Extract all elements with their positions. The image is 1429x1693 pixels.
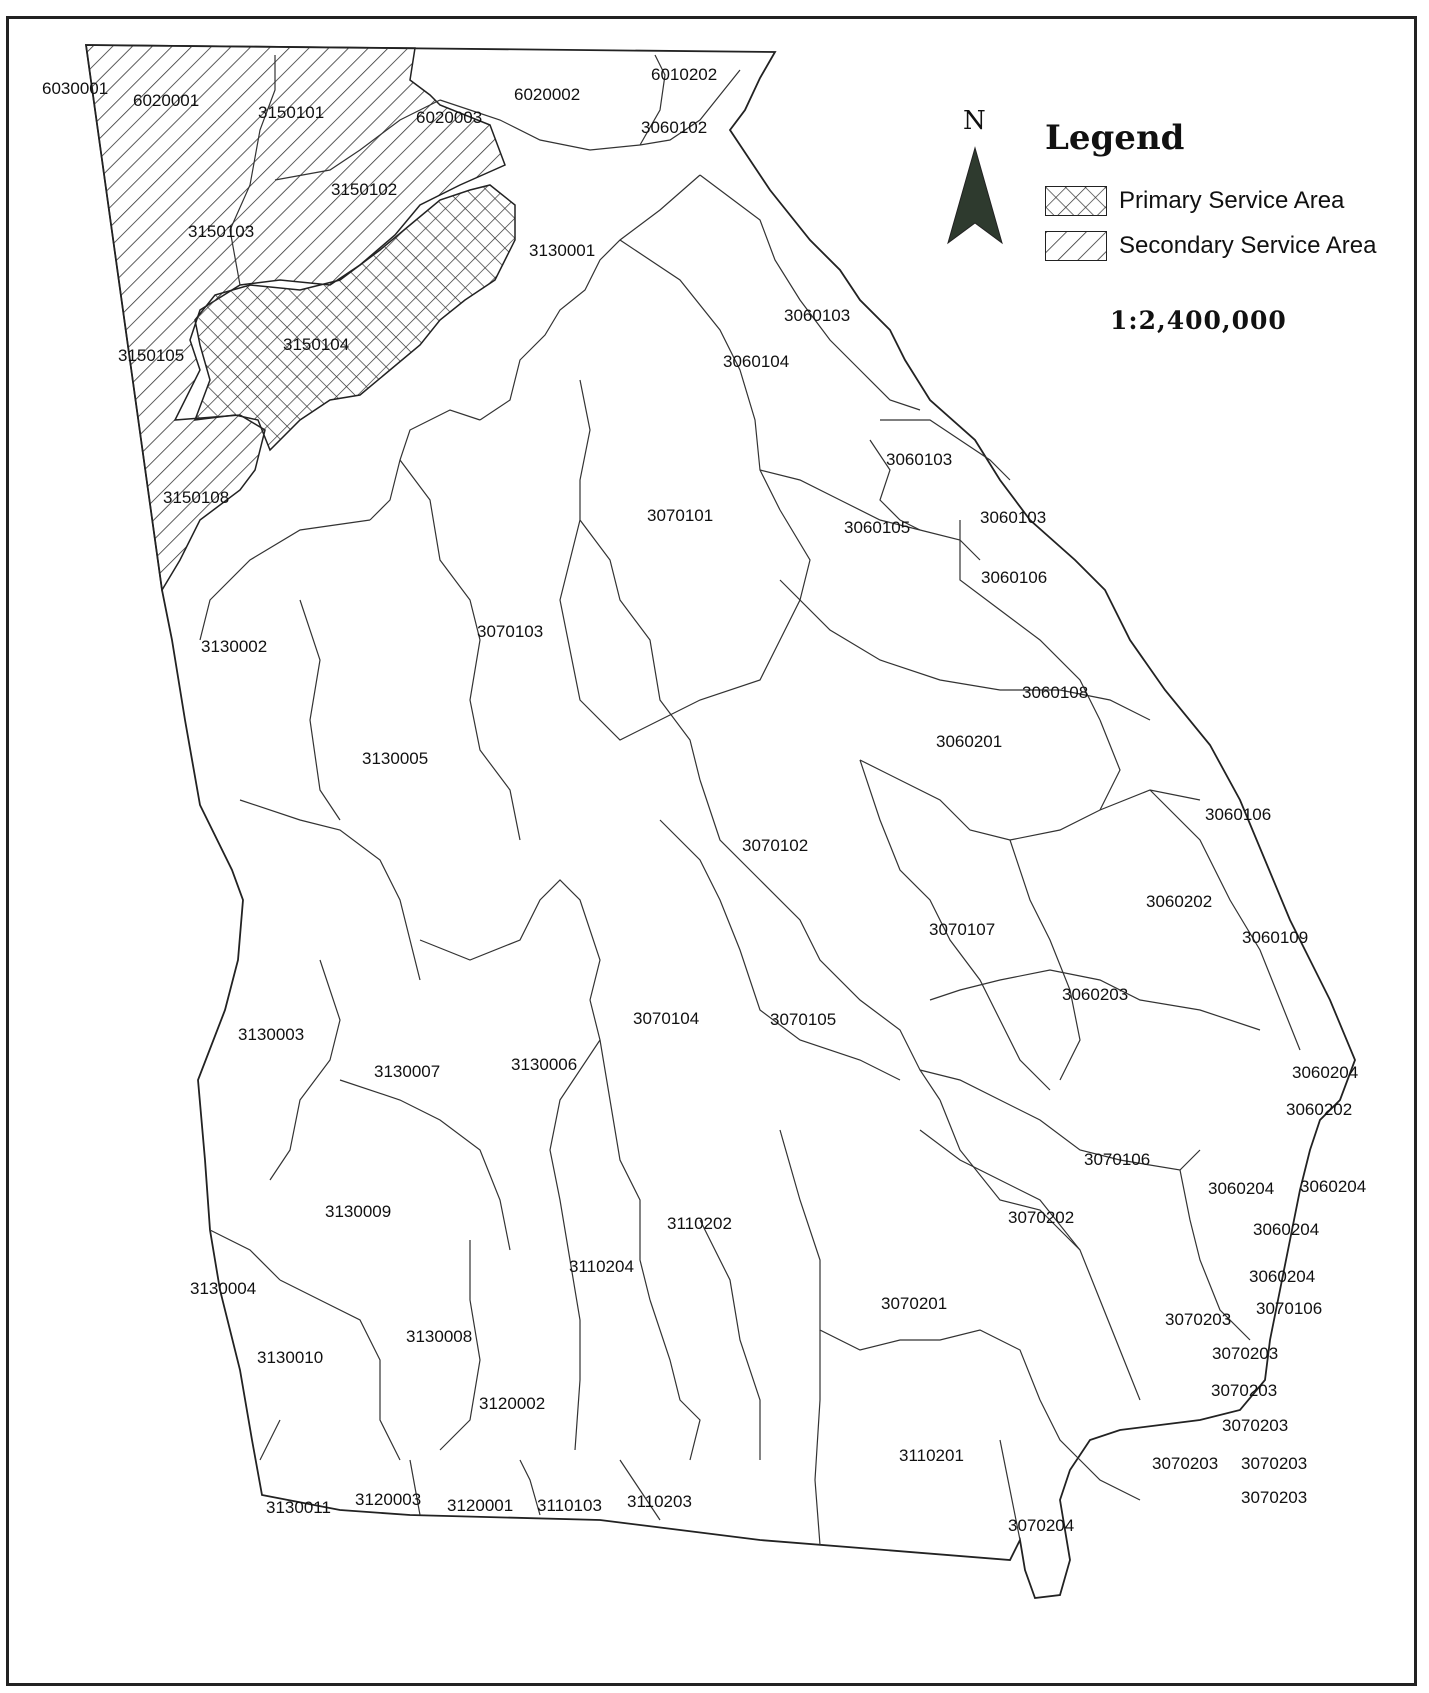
map-scale: 1:2,400,000 (1110, 306, 1287, 335)
label-3060103-b: 3060103 (886, 450, 952, 469)
label-3110204: 3110204 (569, 1257, 634, 1276)
label-3130006: 3130006 (511, 1055, 577, 1074)
legend-primary-label: Primary Service Area (1119, 187, 1345, 214)
label-3070203-c: 3070203 (1211, 1381, 1277, 1400)
crosshatch-swatch-icon (1045, 186, 1107, 216)
label-3110201: 3110201 (899, 1446, 964, 1465)
label-3110202: 3110202 (667, 1214, 732, 1233)
label-3070203-b: 3070203 (1212, 1344, 1278, 1363)
label-3060203: 3060203 (1062, 985, 1128, 1004)
watershed-labels: 6030001 6020001 3150101 6020003 6020002 … (42, 65, 1366, 1535)
label-6020001: 6020001 (133, 91, 199, 110)
legend-row-secondary: Secondary Service Area (1045, 231, 1376, 261)
label-3130010: 3130010 (257, 1348, 323, 1367)
label-3110103: 3110103 (537, 1496, 602, 1515)
label-3070103: 3070103 (477, 622, 543, 641)
label-3070201: 3070201 (881, 1294, 947, 1313)
label-3130002: 3130002 (201, 637, 267, 656)
label-3060105: 3060105 (844, 518, 910, 537)
legend-secondary-label: Secondary Service Area (1119, 232, 1377, 259)
label-3150103: 3150103 (188, 222, 254, 241)
label-3130011: 3130011 (266, 1498, 331, 1517)
label-3060204-d: 3060204 (1253, 1220, 1319, 1239)
label-3060106-b: 3060106 (1205, 805, 1271, 824)
label-3070203-e: 3070203 (1152, 1454, 1218, 1473)
label-3120003: 3120003 (355, 1490, 421, 1509)
label-3070105: 3070105 (770, 1010, 836, 1029)
label-3130005: 3130005 (362, 749, 428, 768)
label-3130003: 3130003 (238, 1025, 304, 1044)
label-3130001: 3130001 (529, 241, 595, 260)
label-3130008: 3130008 (406, 1327, 472, 1346)
label-3060102: 3060102 (641, 118, 707, 137)
label-3120001: 3120001 (447, 1496, 513, 1515)
label-3060204-e: 3060204 (1249, 1267, 1315, 1286)
label-3060103-a: 3060103 (784, 306, 850, 325)
label-3070102: 3070102 (742, 836, 808, 855)
label-3070106-b: 3070106 (1256, 1299, 1322, 1318)
legend-row-primary: Primary Service Area (1045, 186, 1344, 216)
label-3070104: 3070104 (633, 1009, 699, 1028)
diagonal-hatch-swatch-icon (1045, 231, 1107, 261)
label-3070203-f: 3070203 (1241, 1454, 1307, 1473)
label-3070203-a: 3070203 (1165, 1310, 1231, 1329)
label-3060204-c: 3060204 (1300, 1177, 1366, 1196)
label-3130004: 3130004 (190, 1279, 256, 1298)
north-arrow-icon (947, 146, 1003, 245)
label-3130007: 3130007 (374, 1062, 440, 1081)
label-3060202-a: 3060202 (1146, 892, 1212, 911)
label-3070101: 3070101 (647, 506, 713, 525)
label-6020002: 6020002 (514, 85, 580, 104)
label-3060104: 3060104 (723, 352, 789, 371)
label-3150108: 3150108 (163, 488, 229, 507)
label-3070203-g: 3070203 (1241, 1488, 1307, 1507)
label-3060108: 3060108 (1022, 683, 1088, 702)
label-3060204-b: 3060204 (1208, 1179, 1274, 1198)
label-3060201: 3060201 (936, 732, 1002, 751)
label-3070202: 3070202 (1008, 1208, 1074, 1227)
north-label: N (963, 106, 986, 136)
label-3060106-a: 3060106 (981, 568, 1047, 587)
label-6030001: 6030001 (42, 79, 108, 98)
label-6020003: 6020003 (416, 108, 482, 127)
legend-title: Legend (1045, 118, 1185, 158)
label-3150104: 3150104 (283, 335, 349, 354)
label-6010202: 6010202 (651, 65, 717, 84)
label-3150105: 3150105 (118, 346, 184, 365)
label-3060109: 3060109 (1242, 928, 1308, 947)
label-3060204-a: 3060204 (1292, 1063, 1358, 1082)
watershed-boundaries (199, 54, 1301, 1546)
label-3070107: 3070107 (929, 920, 995, 939)
label-3130009: 3130009 (325, 1202, 391, 1221)
label-3110203: 3110203 (627, 1492, 692, 1511)
primary-service-area (193, 184, 516, 452)
label-3060103-c: 3060103 (980, 508, 1046, 527)
label-3070203-d: 3070203 (1222, 1416, 1288, 1435)
label-3150101: 3150101 (258, 103, 324, 122)
label-3070106-a: 3070106 (1084, 1150, 1150, 1169)
label-3060202-b: 3060202 (1286, 1100, 1352, 1119)
secondary-service-area (85, 44, 506, 593)
label-3150102: 3150102 (331, 180, 397, 199)
label-3070204: 3070204 (1008, 1516, 1074, 1535)
label-3120002: 3120002 (479, 1394, 545, 1413)
